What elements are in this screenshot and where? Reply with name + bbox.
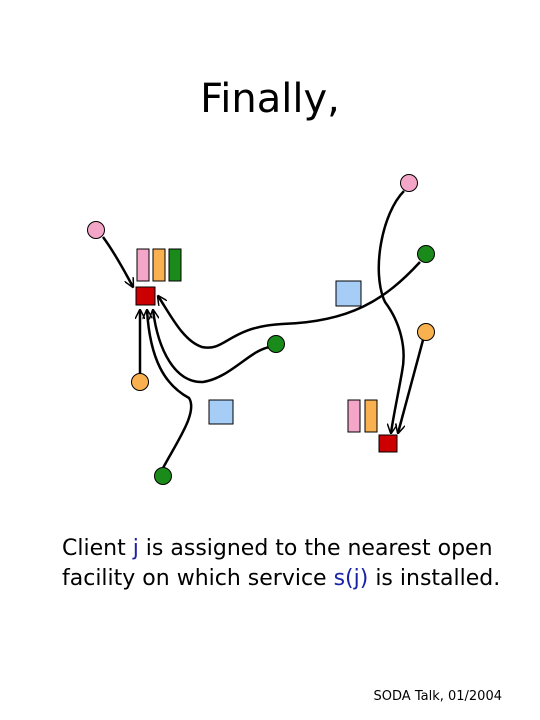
slide-title: Finally, <box>200 76 340 122</box>
slide-caption: Client j is assigned to the nearest open… <box>62 534 522 594</box>
assignment-arrow <box>147 310 193 469</box>
client-node-orange <box>131 373 149 391</box>
client-node-orange <box>417 323 435 341</box>
slide-footer: SODA Talk, 01/2004 <box>373 689 502 704</box>
client-node-pink <box>87 221 105 239</box>
client-node-green <box>417 245 435 263</box>
service-bar-orange <box>152 248 166 282</box>
closed-facility <box>335 280 362 307</box>
client-node-green <box>267 335 285 353</box>
service-bar-pink <box>347 399 361 433</box>
client-variable: j <box>132 536 139 561</box>
assignment-arrow <box>158 261 421 349</box>
caption-text: is assigned to the nearest open facility… <box>62 536 493 591</box>
caption-text: is installed. <box>368 566 501 591</box>
closed-facility <box>208 399 234 425</box>
assignment-arrow <box>377 190 405 433</box>
service-bar-green <box>168 248 182 282</box>
service-bar-orange <box>364 399 378 433</box>
assignment-arrow <box>101 236 133 287</box>
client-node-green <box>154 467 172 485</box>
service-variable: s(j) <box>333 566 369 591</box>
open-facility <box>135 286 156 306</box>
caption-text: Client <box>62 536 133 561</box>
open-facility <box>378 434 398 453</box>
client-node-pink <box>400 174 418 192</box>
assignment-arrow <box>153 310 271 384</box>
assignment-arrow <box>398 339 425 433</box>
service-bar-pink <box>136 248 150 282</box>
